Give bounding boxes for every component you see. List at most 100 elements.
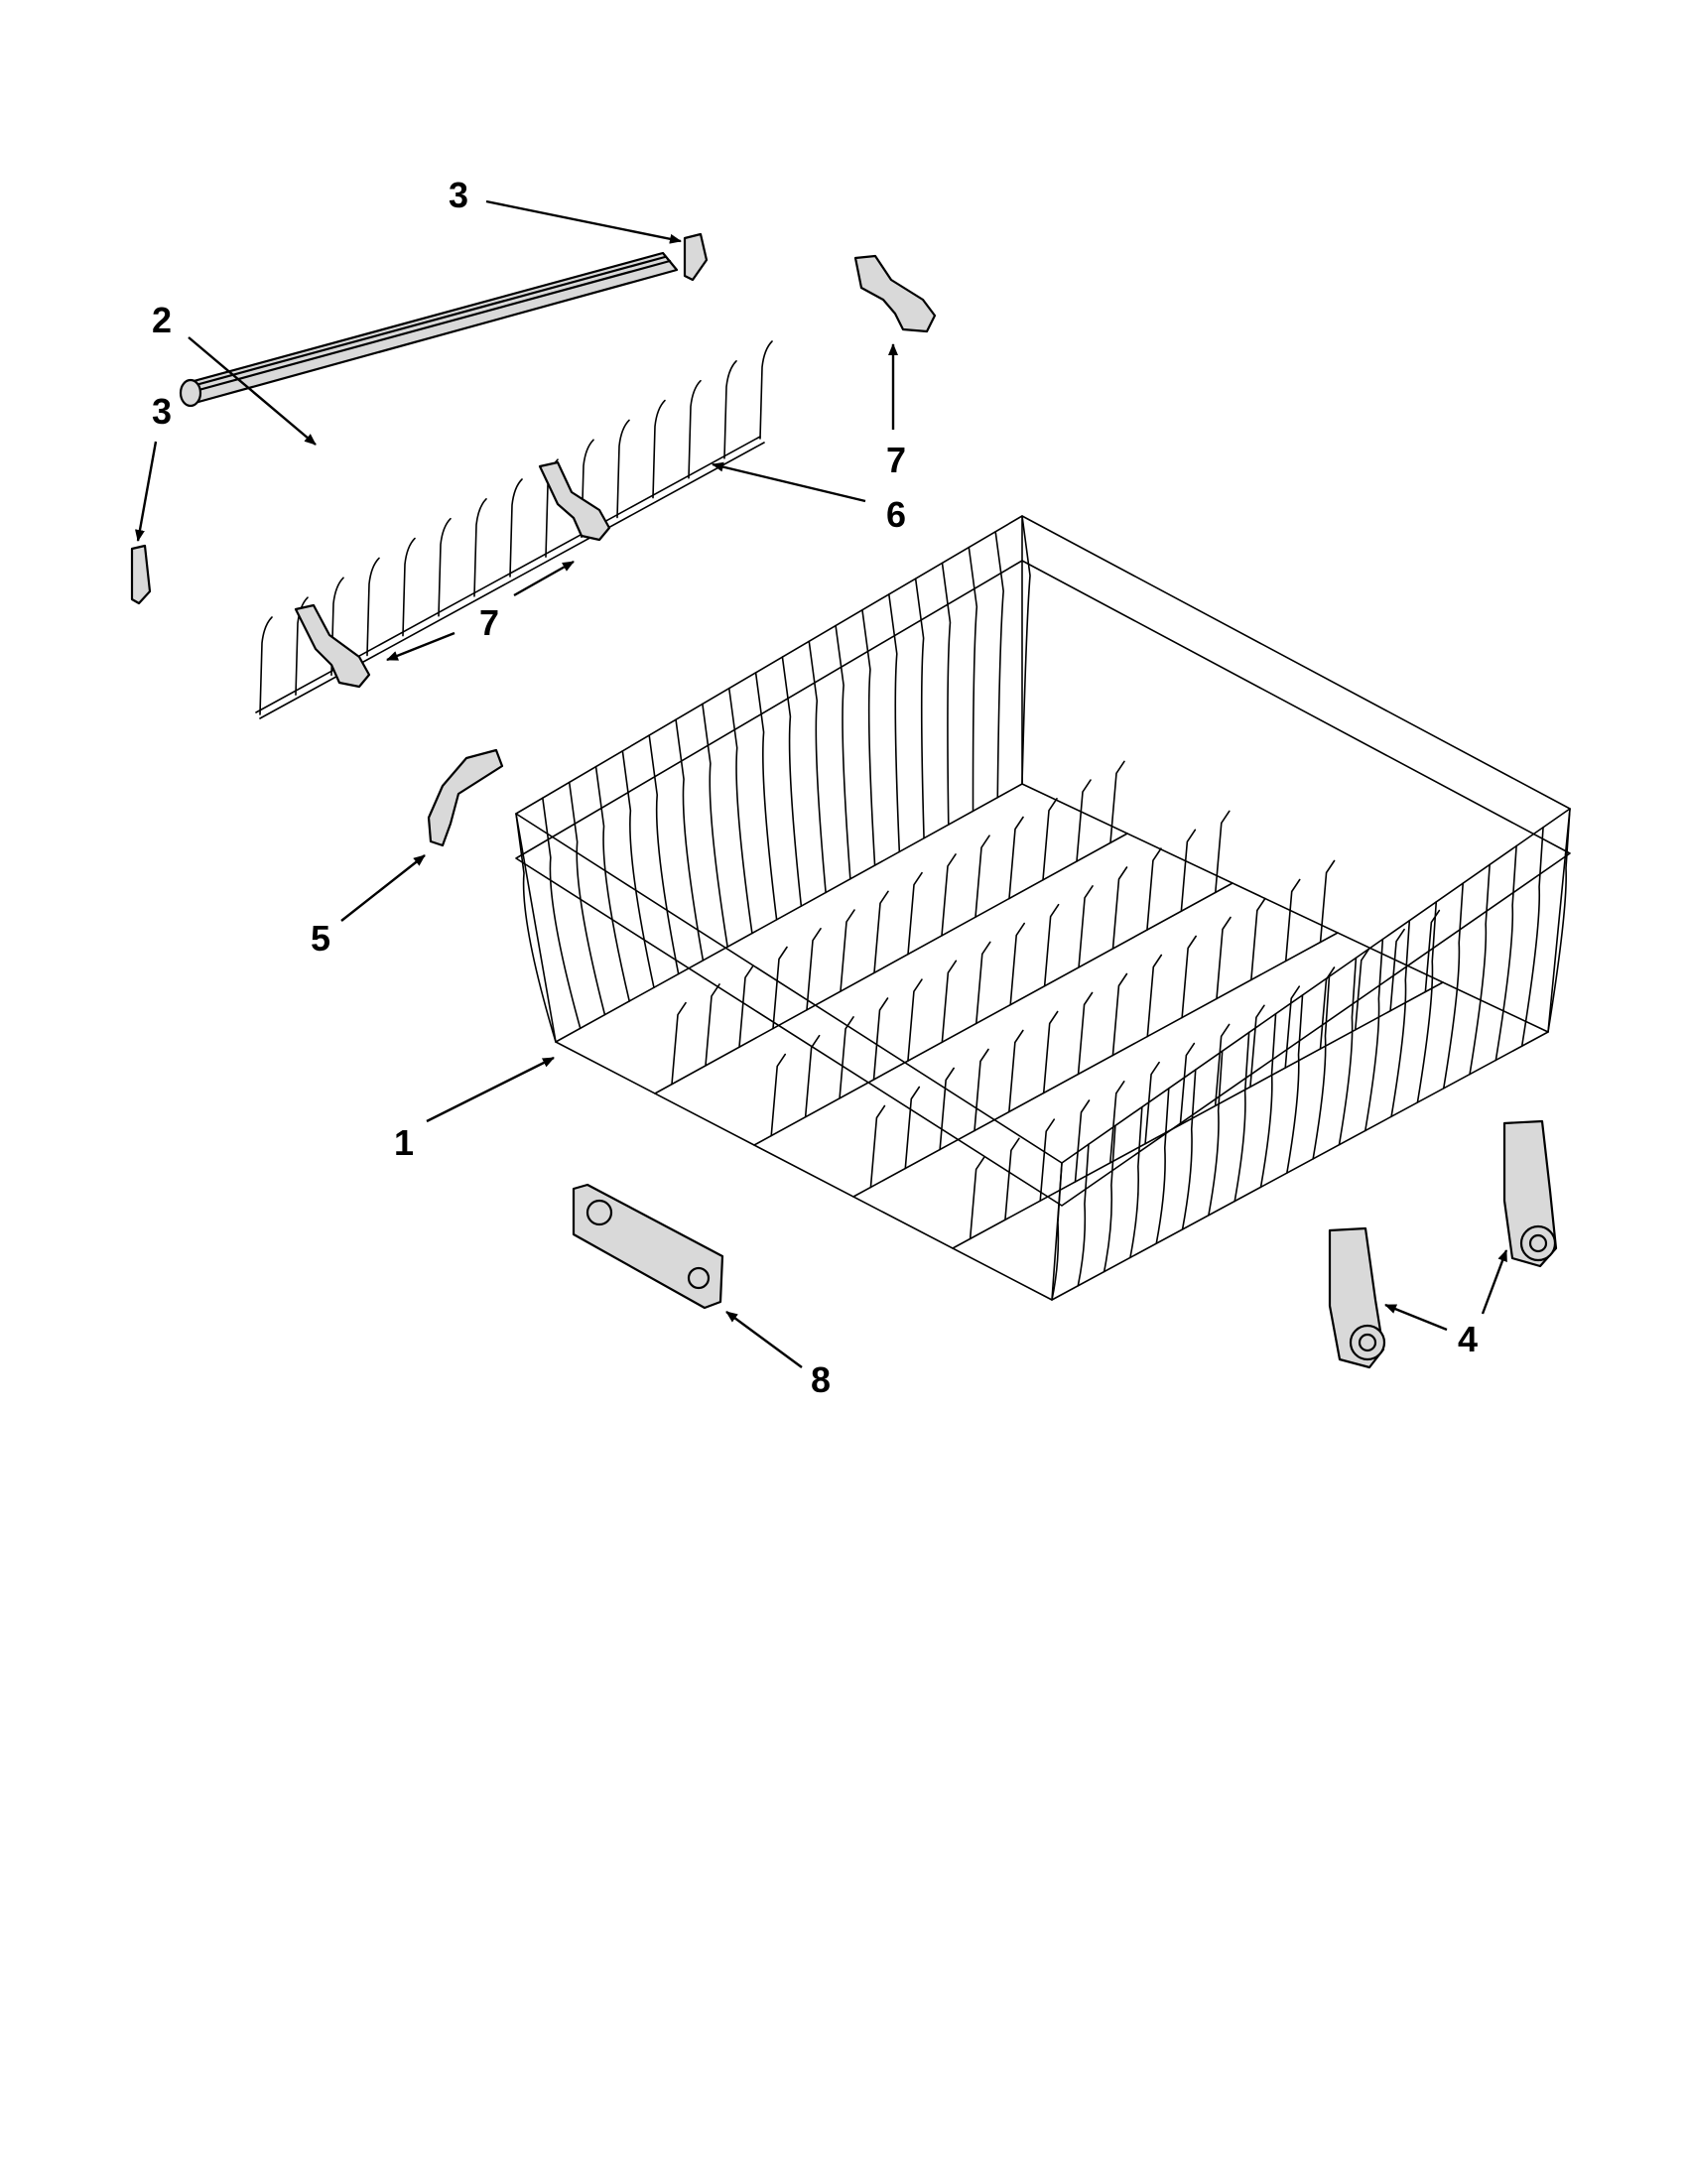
basket-floor-tine [1144, 1061, 1160, 1145]
tine [330, 577, 344, 677]
basket-side-wire [727, 687, 753, 935]
basket-floor-rail [852, 932, 1339, 1198]
basket-floor-tine [1078, 885, 1094, 968]
upper-rack-basket [515, 515, 1571, 1301]
basket-side-wire [675, 718, 705, 962]
basket-side-wire [754, 672, 778, 921]
basket-floor-tine [904, 1086, 921, 1170]
callout-5: 5 [310, 918, 331, 959]
basket-floor-tine [941, 960, 958, 1044]
basket-floor-tine [1146, 954, 1163, 1038]
callout-3-left: 3 [151, 391, 173, 432]
basket-front-wire [1103, 1124, 1116, 1273]
tine [652, 399, 666, 499]
basket-floor-tine [1319, 966, 1336, 1050]
basket-floor-tine [1009, 922, 1026, 1006]
basket-floor-tine [1146, 847, 1162, 931]
callout-1: 1 [393, 1122, 415, 1163]
basket-side-wire [702, 703, 728, 949]
basket-side-wire [887, 593, 901, 853]
basket-floor-tine [1354, 948, 1370, 1031]
basket-side-wire [648, 734, 680, 975]
rail-end-cap-left [130, 544, 152, 605]
basket-side-wire [835, 624, 851, 880]
basket-floor-tine [1389, 928, 1405, 1012]
basket-floor-tine [1077, 991, 1094, 1076]
basket-side-wire [568, 781, 606, 1016]
basket-floor-tine [939, 1067, 955, 1151]
basket-floor-tine [806, 927, 822, 1011]
basket-floor-tine [1074, 1099, 1091, 1183]
basket-side-wire [515, 813, 557, 1043]
basket-side-wire [542, 797, 582, 1030]
basket-floor-tine [671, 1001, 687, 1086]
basket-front-wire [1234, 1031, 1250, 1203]
basket-floor-tine [1039, 1118, 1056, 1202]
basket-front-wire [1051, 1162, 1063, 1301]
basket-front-wire [1259, 1012, 1277, 1189]
basket-floor-tine [770, 1053, 787, 1137]
basket-front-wire [1390, 919, 1411, 1118]
leader-7-mid-left [386, 631, 455, 662]
basket-floor-tine [1181, 935, 1197, 1019]
basket-front-wire [1547, 808, 1571, 1033]
basket-front-wire [1416, 901, 1438, 1103]
basket-floor-tine [1216, 916, 1232, 1000]
basket-floor-tine [1284, 878, 1301, 963]
basket-front-wire [1286, 994, 1304, 1174]
rack-stop-bracket [427, 748, 504, 847]
basket-front-wire [1129, 1105, 1143, 1259]
leader-7-mid-right [513, 560, 575, 597]
basket-floor-tine [1214, 810, 1231, 894]
basket-side-wire [914, 578, 925, 839]
callout-3-top: 3 [448, 175, 469, 215]
basket-front-wire [1208, 1050, 1224, 1217]
tine-clip-left [294, 603, 371, 689]
leader-1 [426, 1056, 555, 1123]
leader-3-left [135, 441, 158, 542]
leader-4-left [1384, 1303, 1448, 1332]
basket-floor-tine [1424, 909, 1441, 993]
basket-front-wire [1312, 975, 1331, 1160]
basket-floor-tine [1319, 859, 1336, 944]
leader-3-top [485, 199, 682, 244]
leader-6 [712, 461, 866, 503]
basket-floor-tine [1111, 866, 1128, 950]
tine [616, 419, 630, 519]
basket-floor-tine [1108, 1081, 1125, 1164]
basket-side-wire [781, 656, 803, 907]
basket-floor-tine [974, 1048, 989, 1132]
basket-front-wire [1442, 882, 1465, 1090]
basket-floor-tine [869, 1104, 886, 1189]
basket-side-wire [941, 562, 952, 826]
leader-4-right [1481, 1249, 1508, 1315]
callout-8: 8 [810, 1359, 832, 1400]
basket-floor-tine [705, 983, 720, 1067]
basket-front-wire [1494, 844, 1517, 1062]
basket-floor-tine [1109, 760, 1125, 844]
tine [438, 517, 452, 617]
basket-side-wire [594, 765, 631, 1002]
basket-front-wire [1077, 1143, 1090, 1287]
upper-rack-rail [179, 251, 679, 408]
rail-end-cap-right [683, 232, 709, 282]
tine [473, 498, 487, 597]
basket-side-wire [621, 750, 655, 989]
basket-front-wire [1181, 1069, 1197, 1230]
basket-front-wire [1155, 1088, 1170, 1244]
callout-7-top: 7 [885, 440, 907, 480]
tine-clip-top [853, 254, 937, 333]
basket-floor-tine [738, 964, 754, 1049]
rack-roller-assembly-left [1328, 1226, 1386, 1369]
leader-5 [340, 854, 426, 922]
basket-floor-tine [1008, 1029, 1024, 1113]
basket-floor-tine [974, 941, 991, 1025]
basket-floor-tine [1004, 1137, 1020, 1221]
basket-floor-tine [873, 890, 889, 974]
basket-floor-tine [1180, 829, 1197, 913]
basket-floor-tine [907, 871, 923, 956]
tine-clip-right [538, 460, 611, 542]
basket-side-wire [994, 530, 1004, 799]
tine [366, 557, 380, 657]
